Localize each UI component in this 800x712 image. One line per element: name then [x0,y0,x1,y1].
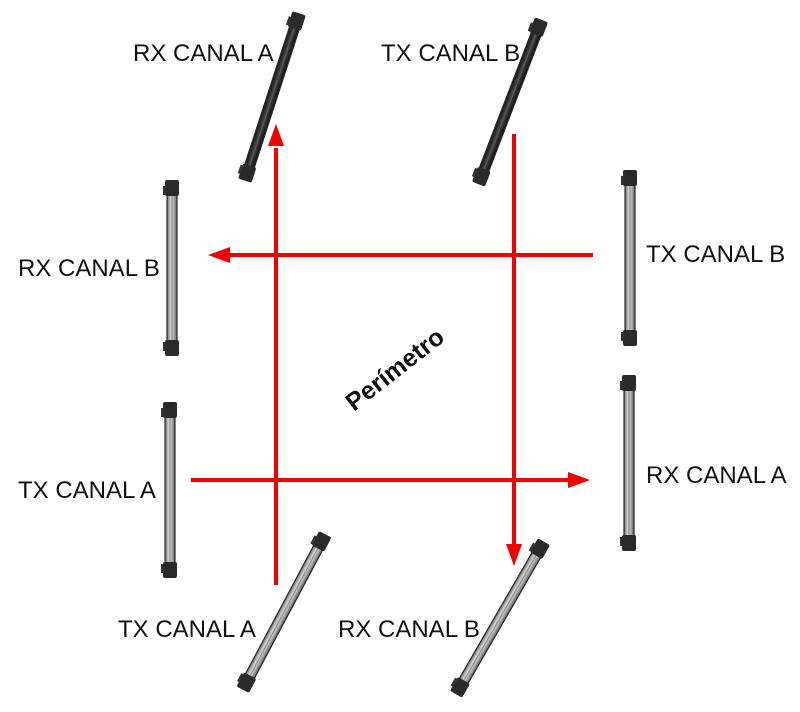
sensor-bracket-top [527,22,534,32]
sensor-lens-strip [483,34,537,170]
sensor-rx-canal-a-top [237,11,306,183]
label-tx-canal-a-bottom: TX CANAL A [118,616,256,643]
label-rx-canal-b-bottom: RX CANAL B [338,616,480,643]
sensor-lens-strip [249,548,319,676]
beam-group [191,124,593,585]
sensor-bottom-cap [163,562,177,578]
sensor-bracket-bottom [237,673,244,683]
sensor-bracket-top [620,381,623,390]
sensor-bracket-bottom [450,677,458,687]
sensor-top-cap [288,11,306,31]
label-rx-canal-b-left: RX CANAL B [18,255,160,282]
sensor-tx-canal-b-top [471,17,548,187]
sensor-tx-canal-a-bottom [237,531,331,693]
label-tx-canal-b-right: TX CANAL B [646,241,785,268]
sensor-bracket-bottom [620,537,623,546]
sensor-bracket-top [528,542,536,552]
sensor-bracket-top [310,535,318,545]
label-tx-canal-b-top: TX CANAL B [381,40,520,67]
sensor-top-cap [312,531,331,552]
sensor-lens-strip [249,28,295,166]
sensor-tx-canal-b-right [621,170,637,346]
sensor-lens-strip [463,555,537,681]
sensor-bracket-top [161,408,164,417]
sensor-bracket-top [621,176,624,185]
arrowhead-up [268,124,284,146]
sensor-rx-canal-a-right [620,375,636,551]
sensor-bracket-top [285,16,292,26]
sensor-bottom-cap [623,330,637,346]
sensor-bracket-bottom [471,167,478,178]
sensor-bracket-top [163,186,166,195]
sensor-bottom-cap [472,167,491,187]
sensor-bracket-bottom [621,332,624,341]
sensor-bracket-bottom [163,342,166,351]
sensor-group [161,11,637,697]
sensor-bracket-bottom [237,164,244,175]
sensor-bottom-cap [165,340,179,356]
perimeter-title: Perímetro [340,323,449,417]
sensor-bottom-cap [238,163,256,183]
sensor-top-cap [622,375,636,391]
sensor-top-cap [623,170,637,186]
sensor-tx-canal-a-left [161,402,177,578]
sensor-top-cap [529,17,548,37]
sensor-top-cap [163,402,177,418]
label-group: RX CANAL A TX CANAL B RX CANAL B TX CANA… [18,40,787,643]
sensor-rx-canal-b-left [163,180,179,356]
sensor-bottom-cap [622,535,636,551]
label-rx-canal-a-top: RX CANAL A [133,40,274,67]
sensor-top-cap [165,180,179,196]
arrowhead-down [506,544,522,566]
sensor-bracket-bottom [161,564,164,573]
sensor-rx-canal-b-bottom [450,539,550,697]
arrowhead-right [568,472,590,488]
label-rx-canal-a-right: RX CANAL A [646,462,787,489]
label-tx-canal-a-left: TX CANAL A [18,477,156,504]
arrowhead-left [208,247,230,263]
